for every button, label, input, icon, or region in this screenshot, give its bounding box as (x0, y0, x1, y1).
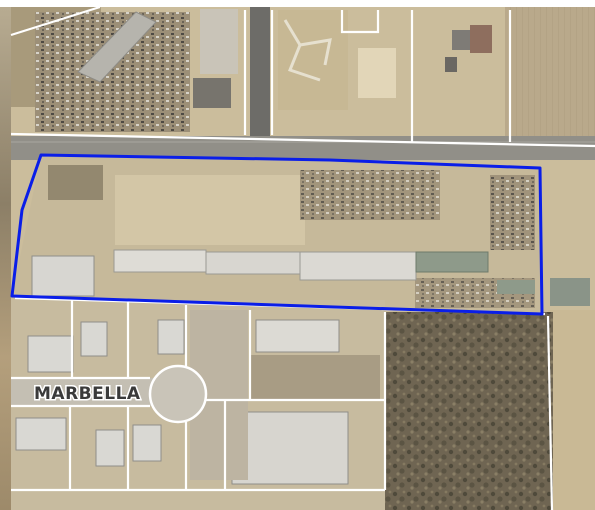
subject-parcel-outline[interactable] (10, 153, 544, 316)
street-label-marbella: MARBELLA (34, 384, 141, 404)
warehouse-east-small (497, 280, 535, 294)
south-warehouse-large (231, 411, 349, 485)
south-lot-building-3 (157, 319, 185, 355)
parcel-parking-east (300, 170, 440, 220)
field-east (548, 310, 595, 510)
south-warehouse-1 (255, 319, 340, 353)
north-house-3 (445, 57, 457, 72)
north-lot-trails (283, 19, 332, 82)
south-lot-building-1 (27, 335, 74, 373)
parcel-yard-trees (48, 165, 103, 200)
field-northeast (505, 7, 595, 142)
warehouse-row-green (415, 251, 489, 273)
parcel-west-clearing (115, 175, 305, 245)
south-parking (250, 355, 380, 400)
top-edge-strip (0, 0, 595, 7)
warehouse-row-3 (299, 251, 417, 281)
north-road-vertical (250, 7, 270, 139)
south-lot-building-4 (15, 417, 67, 451)
north-house-2 (470, 25, 492, 53)
south-lot-building-6 (132, 424, 162, 462)
salvage-yard (35, 12, 190, 132)
north-house-1 (452, 30, 470, 50)
warehouse-west (31, 255, 95, 297)
warehouse-row-1 (113, 249, 207, 273)
south-lot-building-2 (80, 321, 108, 357)
north-lot-clearing (358, 48, 396, 98)
warehouse-row-2 (205, 251, 301, 275)
parcel-yard-northeast (490, 175, 535, 250)
brush-area-southeast (385, 312, 553, 510)
north-building-dark (193, 78, 231, 108)
south-lot-building-5 (95, 429, 125, 467)
north-building-long (77, 11, 157, 83)
left-edge-strip (0, 0, 11, 510)
building-east-outside (550, 278, 590, 306)
north-building-roof (200, 9, 238, 74)
cul-de-sac (148, 364, 208, 424)
